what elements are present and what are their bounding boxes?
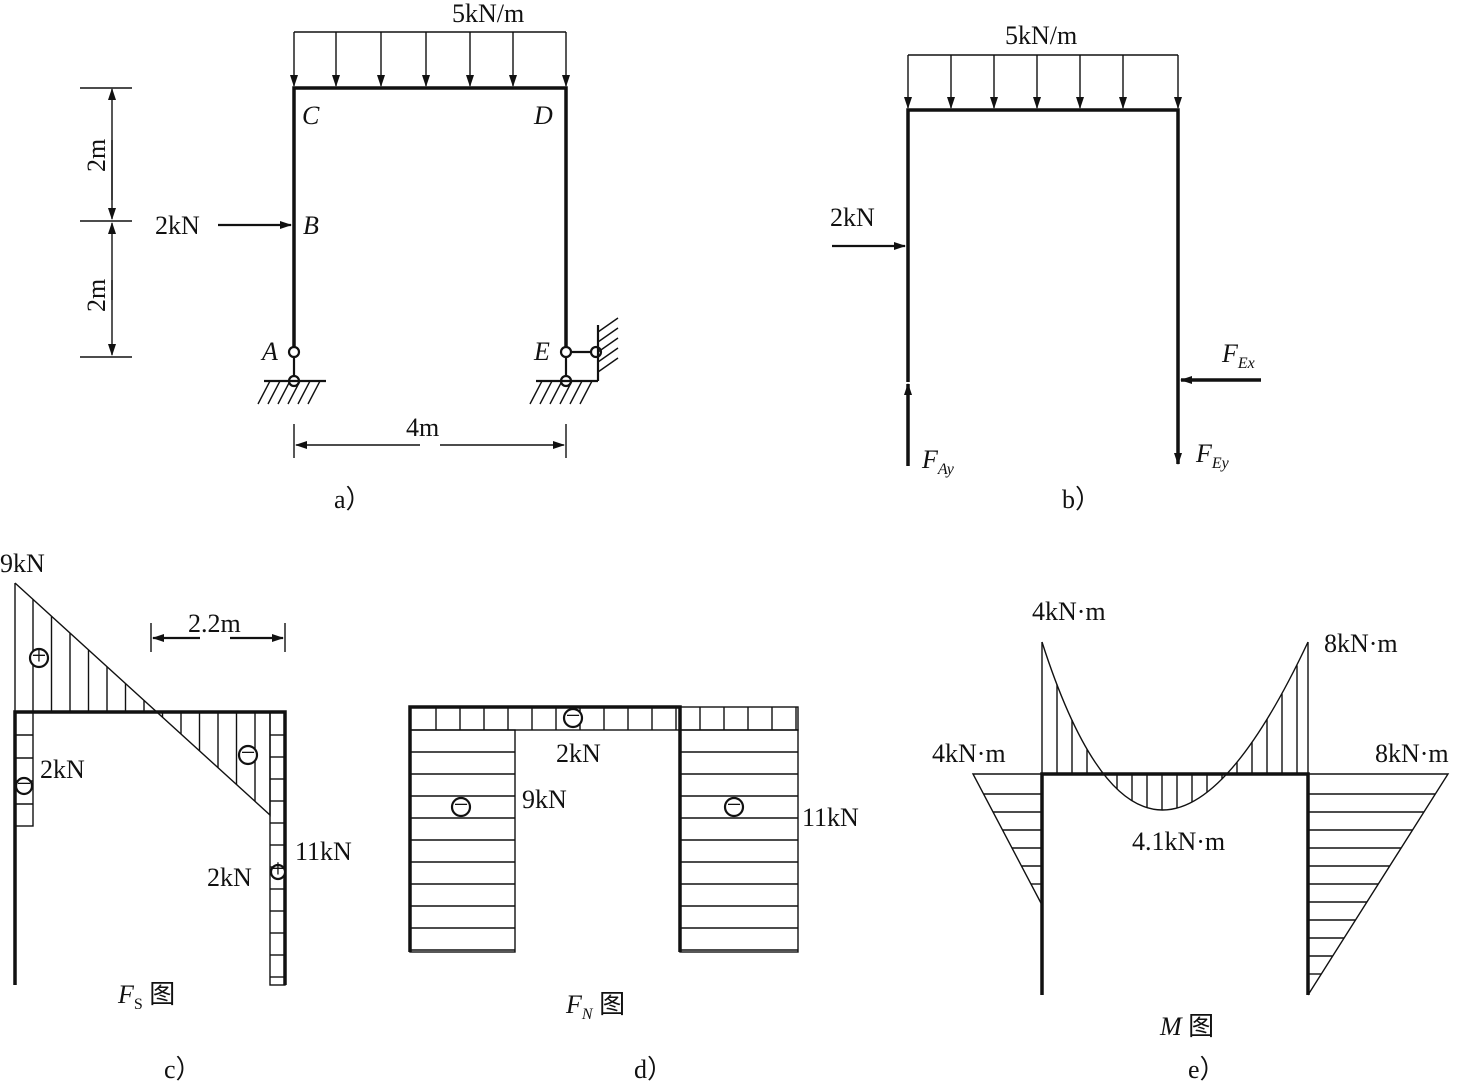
svg-text:−: − xyxy=(454,790,469,819)
axial-value-left-column: 9kN xyxy=(522,785,567,814)
frame-members xyxy=(292,86,568,352)
right-column-moment xyxy=(1307,773,1450,996)
wall-hatch xyxy=(597,347,619,363)
moment-diagram-title: M 图 xyxy=(1159,1012,1214,1041)
ground-hatch xyxy=(257,380,271,405)
ground-hatch xyxy=(579,380,593,405)
wall-hatch xyxy=(597,327,619,343)
svg-text:−: − xyxy=(566,701,581,730)
svg-text:−: − xyxy=(727,790,742,819)
dim-lower-label: 2m xyxy=(82,279,111,312)
sign-plus: + xyxy=(28,641,50,670)
span-label: 4m xyxy=(406,413,439,442)
wall-hatch xyxy=(597,337,619,353)
distributed-load-arrows xyxy=(904,55,1182,109)
zero-point-dimension: 2.2m xyxy=(188,609,241,638)
shear-value-right-column: 2kN xyxy=(207,863,252,892)
ground-hatch xyxy=(539,380,553,405)
sign-minus: − xyxy=(723,790,745,819)
ground-hatch xyxy=(307,380,321,405)
caption-e: e） xyxy=(1188,1055,1226,1081)
ground-hatch xyxy=(267,380,281,405)
svg-text:−: − xyxy=(241,738,256,767)
shear-value-left-column: 2kN xyxy=(40,755,85,784)
figure-e-moment-diagram: 4kN·m 8kN·m 4kN·m 8kN·m 4.1kN·m M 图 e） xyxy=(932,597,1450,1081)
span-dimension: 4m xyxy=(293,413,567,458)
distributed-load-arrows xyxy=(290,32,570,87)
caption-c: c） xyxy=(164,1055,202,1081)
distributed-load-label: 5kN/m xyxy=(452,0,524,28)
roller-support-e xyxy=(529,317,619,405)
reaction-ey-label: FEy xyxy=(1195,439,1230,472)
caption-d: d） xyxy=(634,1055,673,1081)
node-label-c: C xyxy=(302,101,320,130)
ground-hatch xyxy=(559,380,573,405)
node-label-b: B xyxy=(303,211,319,240)
right-column-axial xyxy=(679,729,799,953)
moment-value-beam-left: 4kN·m xyxy=(1032,597,1106,626)
beam-moment-parabola xyxy=(1041,641,1309,811)
ground-hatch xyxy=(297,380,311,405)
caption-b: b） xyxy=(1062,485,1101,514)
frame-axis xyxy=(408,705,682,952)
moment-value-beam-right: 8kN·m xyxy=(1324,629,1398,658)
ground-hatch xyxy=(277,380,291,405)
frame-axis xyxy=(13,710,287,985)
right-column-shear xyxy=(269,711,286,986)
wall-hatch xyxy=(597,317,619,333)
left-column-axial xyxy=(409,729,516,953)
node-label-a: A xyxy=(260,337,278,366)
dim-upper-label: 2m xyxy=(82,139,111,172)
axial-value-right-column: 11kN xyxy=(802,803,859,832)
axial-value-beam: 2kN xyxy=(556,739,601,768)
pin-support-a xyxy=(257,345,326,405)
moment-value-column-right: 8kN·m xyxy=(1375,739,1449,768)
figure-a-frame: 5kN/m C D B A E 2kN xyxy=(80,0,619,514)
wall-hatch xyxy=(597,357,619,373)
left-column-moment xyxy=(971,773,1043,906)
ground-hatch xyxy=(529,380,543,405)
node-label-d: D xyxy=(533,101,553,130)
point-load-label: 2kN xyxy=(830,203,875,232)
sign-minus: − xyxy=(450,790,472,819)
sign-minus: − xyxy=(14,769,34,798)
figure-c-shear-diagram: 2.2m 9kN 2kN 11kN 2kN + − − + FS 图 c） xyxy=(0,549,352,1081)
frame-axis xyxy=(1040,772,1310,995)
height-dimension: 2m 2m xyxy=(80,87,132,358)
svg-text:−: − xyxy=(17,769,32,798)
figure-d-axial-diagram: 2kN 9kN 11kN − − − FN 图 d） xyxy=(408,701,859,1081)
shear-diagram-title: FS 图 xyxy=(117,980,175,1013)
ground-hatch xyxy=(549,380,563,405)
point-load-label: 2kN xyxy=(155,211,200,240)
moment-value-column-left: 4kN·m xyxy=(932,739,1006,768)
sign-minus: − xyxy=(562,701,584,730)
axial-diagram-title: FN 图 xyxy=(565,990,625,1023)
sign-minus: − xyxy=(237,738,259,767)
reaction-ex-label: FEx xyxy=(1221,339,1255,372)
node-label-e: E xyxy=(533,337,550,366)
sign-plus: + xyxy=(269,854,287,883)
shear-value-top: 9kN xyxy=(0,549,45,578)
figure-b-free-body: 5kN/m 2kN FAy FEx FEy b） xyxy=(830,21,1261,514)
frame-members xyxy=(906,108,1180,382)
ground-hatch xyxy=(569,380,583,405)
reaction-ay-label: FAy xyxy=(921,445,955,478)
shear-value-beam-end: 11kN xyxy=(295,837,352,866)
svg-text:+: + xyxy=(32,641,47,670)
distributed-load-label: 5kN/m xyxy=(1005,21,1077,50)
caption-a: a） xyxy=(334,485,372,514)
ground-hatch xyxy=(287,380,301,405)
moment-value-midspan: 4.1kN·m xyxy=(1132,827,1225,856)
svg-text:+: + xyxy=(271,854,286,883)
